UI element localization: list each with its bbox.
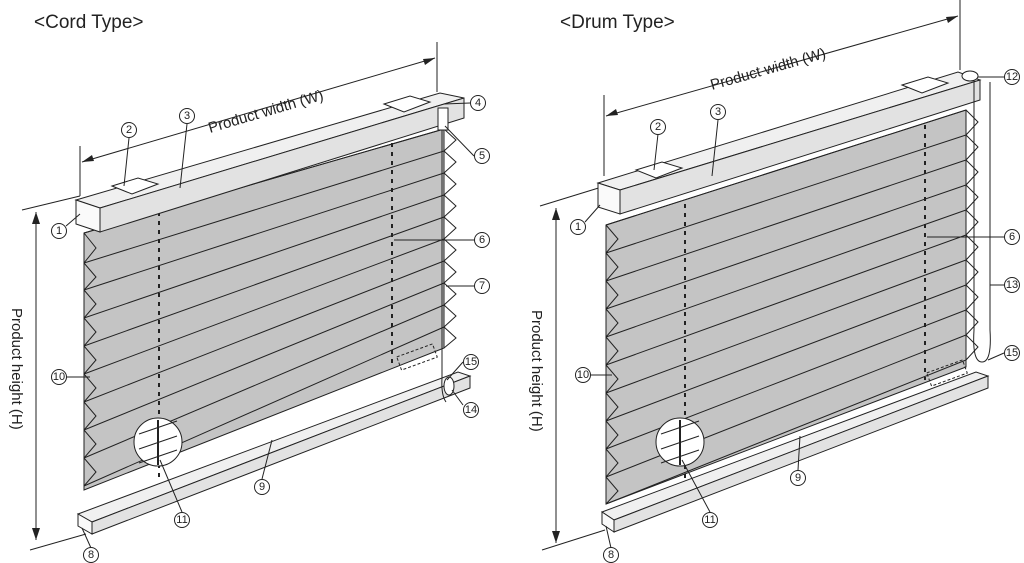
cord-callout-5: 5 <box>474 148 490 164</box>
drum-callout-6: 6 <box>1004 229 1020 245</box>
cord-height-ext-top <box>21 195 81 211</box>
cord-end-cap <box>75 199 101 233</box>
svg-text:13: 13 <box>1006 279 1018 291</box>
drum-callout-3: 3 <box>710 104 726 120</box>
drum-type-diagram: Product width (W) Product height (H) <box>528 0 1020 563</box>
drum-unit <box>961 70 979 82</box>
cord-callout-7: 7 <box>474 278 490 294</box>
svg-text:9: 9 <box>259 481 265 493</box>
svg-text:3: 3 <box>184 110 190 122</box>
cord-callout-9: 9 <box>254 479 270 495</box>
svg-text:7: 7 <box>479 280 485 292</box>
drum-callout-10: 10 <box>575 367 591 383</box>
cord-pull-cord <box>441 130 447 403</box>
svg-text:4: 4 <box>475 97 481 109</box>
drum-width-arrow-right <box>946 16 958 23</box>
drum-height-ext-top <box>539 185 606 207</box>
svg-text:1: 1 <box>575 221 581 233</box>
svg-text:5: 5 <box>479 150 485 162</box>
cord-callout-2: 2 <box>121 122 137 138</box>
drum-loop-cord <box>973 80 991 363</box>
cord-callout-8: 8 <box>83 547 99 563</box>
cord-height-arrow-bottom <box>32 528 40 540</box>
cord-bracket-right <box>382 95 432 113</box>
svg-text:12: 12 <box>1006 71 1018 83</box>
drum-bottom-end-cap <box>601 511 615 533</box>
cord-lock <box>437 107 449 131</box>
drum-callout-9: 9 <box>790 470 806 486</box>
drum-width-label: Product width (W) <box>708 45 827 94</box>
drum-height-arrow-bottom <box>552 531 560 543</box>
cord-lift-strings <box>158 143 393 480</box>
cord-height-ext-bottom <box>29 533 87 551</box>
svg-text:1: 1 <box>56 225 62 237</box>
drum-callout-2: 2 <box>650 119 666 135</box>
drum-callout-1: 1 <box>570 219 586 235</box>
cord-height-label: Product height (H) <box>8 308 25 430</box>
cord-bracket-left <box>110 177 160 195</box>
svg-text:8: 8 <box>608 549 614 561</box>
svg-text:2: 2 <box>655 121 661 133</box>
cord-callout-6: 6 <box>474 232 490 248</box>
drum-width-arrow-left <box>606 109 618 116</box>
drum-callout-11: 11 <box>702 512 718 528</box>
cord-handle <box>443 376 455 396</box>
svg-text:10: 10 <box>577 369 589 381</box>
cord-type-title: <Cord Type> <box>34 12 144 33</box>
svg-text:9: 9 <box>795 472 801 484</box>
drum-end-cap <box>597 182 621 215</box>
cord-height-arrow-top <box>32 212 40 224</box>
drum-type-title: <Drum Type> <box>560 12 675 33</box>
drum-height-arrow-top <box>552 208 560 220</box>
drum-bracket-left <box>634 161 684 179</box>
svg-text:11: 11 <box>176 514 187 526</box>
svg-text:15: 15 <box>465 356 477 368</box>
cord-callout-4: 4 <box>470 95 486 111</box>
svg-text:6: 6 <box>479 234 485 246</box>
svg-text:10: 10 <box>53 371 65 383</box>
cord-weight-dashed <box>396 343 438 371</box>
cord-type-diagram: Product width (W) Product height (H) <box>8 42 490 563</box>
drum-callout-15: 15 <box>1004 345 1020 361</box>
cord-bottom-end-cap <box>77 513 93 535</box>
cord-width-dimension-line <box>81 57 436 163</box>
drum-width-dimension-line <box>605 15 959 117</box>
cord-leader-lines <box>65 102 475 549</box>
drum-callout-8: 8 <box>603 547 619 563</box>
cord-callout-11: 11 <box>174 512 190 528</box>
drum-callout-13: 13 <box>1004 277 1020 293</box>
svg-text:11: 11 <box>704 514 715 526</box>
svg-text:15: 15 <box>1006 347 1018 359</box>
cord-width-arrow-left <box>82 155 94 162</box>
cord-callout-15: 15 <box>463 354 479 370</box>
svg-text:14: 14 <box>465 404 477 416</box>
cord-callout-3: 3 <box>179 108 195 124</box>
drum-height-ext-bottom <box>541 529 606 551</box>
svg-text:8: 8 <box>88 549 94 561</box>
drum-leader-lines <box>584 76 1005 549</box>
drum-bracket-right <box>900 76 950 94</box>
drum-callout-12: 12 <box>1004 69 1020 85</box>
drum-weight-dashed <box>926 359 968 387</box>
cord-width-label: Product width (W) <box>206 87 325 137</box>
cord-callout-1: 1 <box>51 223 67 239</box>
cord-callout-14: 14 <box>463 402 479 418</box>
svg-text:3: 3 <box>715 106 721 118</box>
svg-text:6: 6 <box>1009 231 1015 243</box>
svg-text:2: 2 <box>126 124 132 136</box>
cord-callout-10: 10 <box>51 369 67 385</box>
drum-height-label: Product height (H) <box>528 310 545 432</box>
cord-width-arrow-right <box>423 58 435 65</box>
